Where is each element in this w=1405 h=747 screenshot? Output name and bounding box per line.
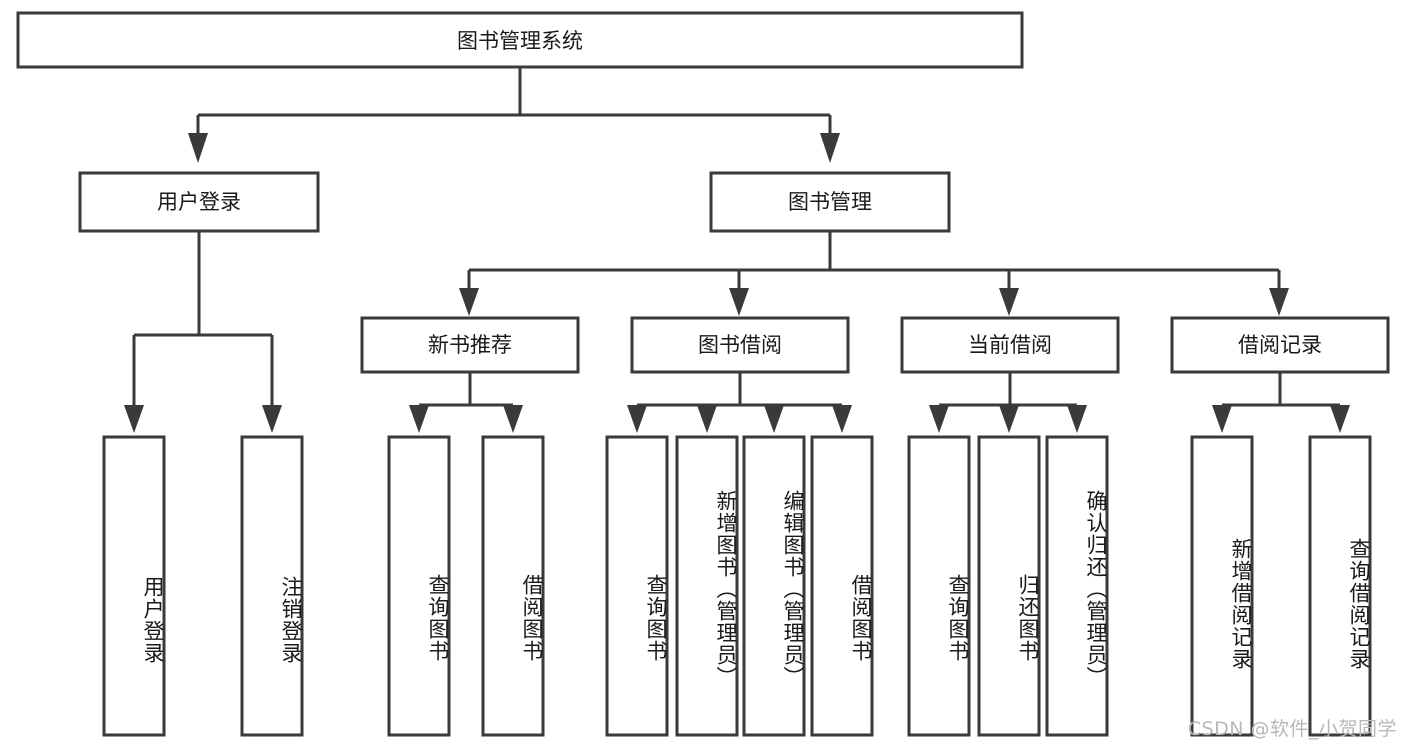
watermark-text: CSDN @软件_小贺同学 [1187,718,1397,740]
leaf-label-borrow-edit: 编辑图书（管理员） [781,490,805,688]
leaf-box-record-query[interactable] [1308,435,1372,737]
arrowhead-bookborrow-leaf-4 [832,405,852,433]
leaf-label-borrow-add: 新增图书（管理员） [714,490,738,688]
arrowhead-bookmgmt-child-3 [999,288,1019,316]
leaf-box-newbook-borrow[interactable] [481,435,545,737]
leaf-box-user-login[interactable] [102,435,166,737]
arrowhead-borrowrecords-leaf-1 [1212,405,1232,433]
node-new-book-recommend-label: 新书推荐 [428,333,512,357]
leaf-box-current-return[interactable] [977,435,1041,737]
leaf-box-current-query[interactable] [907,435,971,737]
node-root-box[interactable] [16,11,1024,69]
arrowhead-root-to-bookmgmt [820,133,840,163]
leaf-label-record-add: 新增借阅记录 [1229,538,1253,670]
arrowhead-currentborrow-leaf-2 [999,405,1019,433]
leaf-label-current-query: 查询图书 [946,573,970,662]
arrowhead-bookmgmt-child-4 [1269,288,1289,316]
arrowhead-bookmgmt-child-2 [729,288,749,316]
arrowhead-bookborrow-leaf-3 [764,405,784,433]
leaf-box-borrow-lend[interactable] [810,435,874,737]
leaf-label-record-query: 查询借阅记录 [1347,538,1371,670]
node-book-management-label: 图书管理 [788,190,872,214]
leaf-label-newbook-query: 查询图书 [426,573,450,662]
leaf-box-borrow-query[interactable] [605,435,669,737]
node-book-borrow[interactable]: 图书借阅 [630,316,850,374]
node-new-book-recommend-box[interactable] [360,316,580,374]
leaf-label-newbook-borrow: 借阅图书 [520,573,544,662]
arrowhead-login-leaf-1 [124,405,144,433]
leaf-label-current-return: 归还图书 [1016,573,1040,662]
leaf-label-user-login: 用户登录 [141,576,165,664]
node-book-management[interactable]: 图书管理 [709,171,951,233]
node-user-login[interactable]: 用户登录 [78,171,320,233]
leaf-box-record-add[interactable] [1190,435,1254,737]
arrowhead-bookborrow-leaf-2 [697,405,717,433]
arrowhead-login-leaf-2 [262,405,282,433]
arrowhead-currentborrow-leaf-3 [1067,405,1087,433]
arrowhead-root-to-login [188,133,208,163]
node-borrow-records-label: 借阅记录 [1238,333,1322,357]
leaf-box-newbook-query[interactable] [387,435,451,737]
node-root-label: 图书管理系统 [457,29,583,53]
node-current-borrow[interactable]: 当前借阅 [900,316,1120,374]
arrowhead-newbook-leaf-2 [503,405,523,433]
arrowhead-borrowrecords-leaf-2 [1330,405,1350,433]
node-borrow-records[interactable]: 借阅记录 [1170,316,1390,374]
node-current-borrow-label: 当前借阅 [968,333,1052,357]
node-new-book-recommend[interactable]: 新书推荐 [360,316,580,374]
node-root[interactable]: 图书管理系统 [16,11,1024,69]
leaf-box-borrow-edit[interactable] [742,435,806,737]
leaf-box-borrow-add[interactable] [675,435,739,737]
node-user-login-label: 用户登录 [157,190,241,214]
arrowhead-newbook-leaf-1 [409,405,429,433]
arrowhead-currentborrow-leaf-1 [929,405,949,433]
arrowhead-bookmgmt-child-1 [459,288,479,316]
leaf-label-borrow-query: 查询图书 [644,573,668,662]
leaf-label-borrow-lend: 借阅图书 [849,573,873,662]
node-current-borrow-box[interactable] [900,316,1120,374]
leaf-label-current-confirm: 确认归还（管理员） [1084,490,1108,688]
leaf-box-current-confirm[interactable] [1045,435,1109,737]
node-book-borrow-label: 图书借阅 [698,333,782,357]
leaf-box-logout[interactable] [240,435,304,737]
leaf-label-logout: 注销登录 [279,576,303,664]
arrowhead-bookborrow-leaf-1 [627,405,647,433]
